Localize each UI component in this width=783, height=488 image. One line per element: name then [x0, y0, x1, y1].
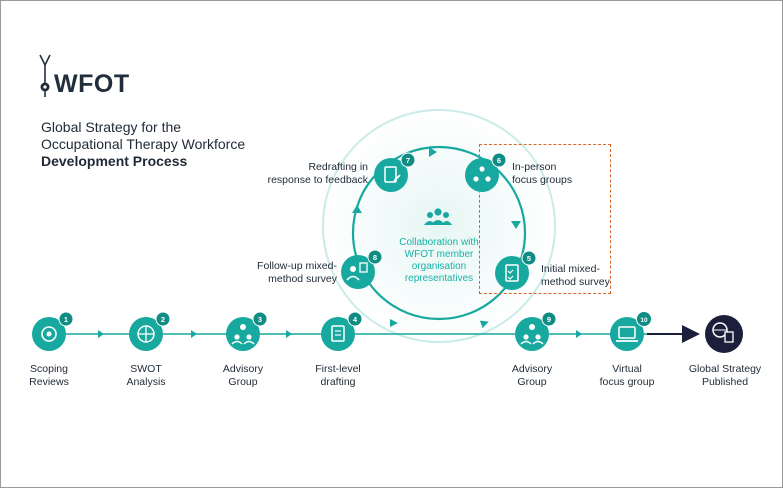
step-node-9: [515, 311, 557, 351]
step-label-5-line-2: method survey: [541, 276, 610, 288]
title-line-2: Occupational Therapy Workforce: [41, 136, 246, 152]
final-label-line-2: Published: [701, 376, 749, 388]
step-label-4-line-2: drafting: [320, 376, 356, 388]
people-icon: [529, 324, 535, 330]
final-label: Global Strategy Published: [681, 363, 769, 389]
step-number-1: 1: [64, 315, 68, 324]
step-node-10: [610, 311, 652, 351]
step-number-9: 9: [547, 315, 551, 324]
step-label-3-line-1: Advisory: [222, 363, 264, 375]
survey-icon: [350, 266, 356, 272]
step-label-9: Advisory Group: [497, 363, 567, 389]
step-label-3: Advisory Group: [208, 363, 278, 389]
step-node-2: [129, 311, 171, 351]
clipboard-icon: [505, 264, 519, 282]
step-label-3-line-2: Group: [228, 376, 258, 388]
step-label-2-line-1: SWOT: [130, 363, 162, 375]
step-label-7-line-2: response to feedback: [267, 174, 368, 186]
step-label-8-line-1: Follow-up mixed-: [257, 260, 337, 272]
laptop-icon: [618, 326, 636, 339]
timeline-arrow-4: [576, 330, 582, 338]
step-number-10: 10: [640, 317, 648, 324]
step-number-5: 5: [527, 254, 531, 263]
step-label-4: First-level drafting: [301, 363, 375, 389]
timeline-arrow-1: [98, 330, 104, 338]
people-icon: [240, 324, 246, 330]
loop-arrow-right: [511, 221, 521, 229]
step-label-10-line-1: Virtual: [612, 363, 642, 375]
document-icon: [331, 325, 345, 342]
step-number-6: 6: [497, 156, 501, 165]
step-node-4: [321, 311, 363, 351]
step-label-6: In-person focus groups: [512, 161, 592, 187]
step-node-7: [374, 152, 416, 192]
step-label-7-line-1: Redrafting in: [308, 161, 368, 173]
step-number-4: 4: [353, 315, 358, 324]
loop-arrow-bottom-left: [390, 319, 398, 327]
step-number-7: 7: [406, 156, 410, 165]
step-label-9-line-1: Advisory: [511, 363, 553, 375]
loop-arrow-top: [429, 147, 437, 157]
step-label-5-line-1: Initial mixed-: [541, 263, 600, 275]
step-label-10: Virtual focus group: [589, 363, 665, 389]
step-node-8: [341, 249, 383, 289]
collaboration-line-1: Collaboration with: [399, 237, 479, 248]
step-label-1-line-1: Scoping: [30, 363, 68, 375]
final-label-line-1: Global Strategy: [688, 363, 762, 375]
title-line-1: Global Strategy for the: [41, 119, 182, 135]
step-label-5: Initial mixed- method survey: [541, 263, 613, 289]
timeline-arrow-2: [191, 330, 197, 338]
feedback-loop-ring: [351, 145, 527, 321]
loop-arrow-left: [352, 205, 362, 213]
edit-document-icon: [384, 166, 397, 183]
step-node-3: [226, 311, 268, 351]
logo-text: WFOT: [54, 70, 130, 98]
step-label-1-line-2: Reviews: [29, 376, 69, 388]
step-label-1: Scoping Reviews: [14, 363, 84, 389]
title-line-3: Development Process: [41, 153, 188, 169]
step-number-8: 8: [373, 253, 377, 262]
step-label-8-line-2: method survey: [268, 273, 337, 285]
step-node-6: [465, 152, 507, 192]
step-label-4-line-1: First-level: [315, 363, 361, 375]
step-label-9-line-2: Group: [517, 376, 547, 388]
collaboration-text: Collaboration with WFOT member organisat…: [389, 237, 489, 285]
step-label-8: Follow-up mixed- method survey: [249, 260, 337, 286]
step-node-1: [32, 311, 74, 351]
wfot-logo: WFOT: [37, 53, 130, 97]
step-label-6-line-1: In-person: [512, 161, 557, 173]
target-icon: [41, 326, 57, 342]
step-label-7: Redrafting in response to feedback: [259, 161, 368, 187]
highlight-box: [479, 144, 611, 294]
step-number-2: 2: [161, 315, 165, 324]
step-node-5: [495, 250, 537, 290]
step-number-3: 3: [258, 315, 262, 324]
timeline-arrow-3: [286, 330, 292, 338]
page-title: Global Strategy for the Occupational The…: [41, 119, 245, 170]
step-label-2-line-2: Analysis: [126, 376, 166, 388]
final-node: [705, 315, 743, 353]
step-label-10-line-2: focus group: [599, 376, 655, 388]
step-numbers: 1 2 3 4 5 6 7 8 9 10: [64, 156, 648, 324]
wfot-emblem-icon: [39, 54, 51, 97]
loop-arrow-bottom-right: [479, 320, 489, 329]
step-label-6-line-2: focus groups: [512, 174, 573, 186]
collaboration-icon: [424, 208, 452, 225]
collaboration-line-3: organisation: [411, 261, 467, 272]
collaboration-line-4: representatives: [404, 273, 474, 284]
collaboration-line-2: WFOT member: [404, 249, 474, 260]
group-icon: [479, 166, 485, 172]
step-label-2: SWOT Analysis: [111, 363, 181, 389]
